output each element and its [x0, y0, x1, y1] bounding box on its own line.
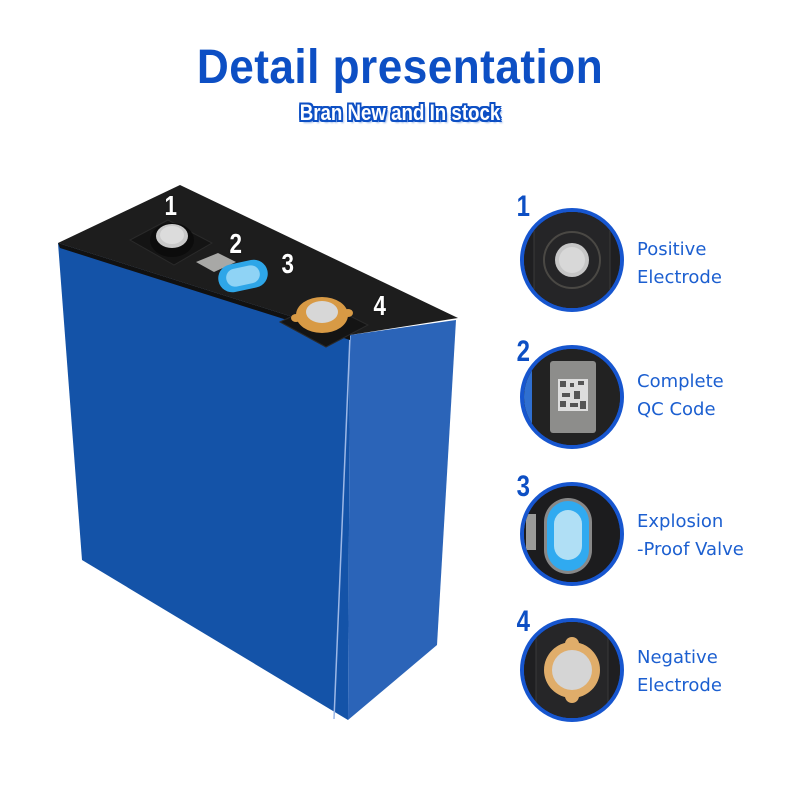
battery-top-face — [58, 185, 458, 335]
page-title: Detail presentation — [196, 41, 604, 94]
positive-electrode-icon — [520, 208, 624, 312]
detail-number-1: 1 — [516, 190, 531, 223]
battery-callout-2: 2 — [229, 228, 243, 259]
detail-label-3: Explosion -Proof Valve — [637, 511, 744, 560]
explosion-proof-valve — [218, 259, 268, 293]
detail-number-2: 2 — [516, 335, 531, 368]
negative-terminal — [278, 297, 370, 348]
detail-number-4: 4 — [516, 605, 531, 638]
battery-side-face — [348, 320, 456, 720]
positive-terminal — [128, 219, 214, 266]
negative-electrode-icon — [520, 618, 624, 722]
detail-label-1: Positive Electrode — [637, 239, 722, 288]
qc-code-icon — [520, 345, 624, 449]
battery-callout-3: 3 — [281, 248, 295, 279]
battery-callout-4: 4 — [373, 290, 387, 321]
battery-front-face — [58, 243, 350, 720]
qc-code-plate — [196, 253, 236, 272]
explosion-proof-valve-icon — [520, 482, 624, 586]
page-subtitle: Bran New and In stock — [299, 100, 501, 125]
detail-number-3: 3 — [516, 470, 531, 503]
detail-label-4: Negative Electrode — [637, 647, 722, 696]
detail-label-2: Complete QC Code — [637, 371, 724, 420]
battery-callout-1: 1 — [164, 190, 178, 221]
